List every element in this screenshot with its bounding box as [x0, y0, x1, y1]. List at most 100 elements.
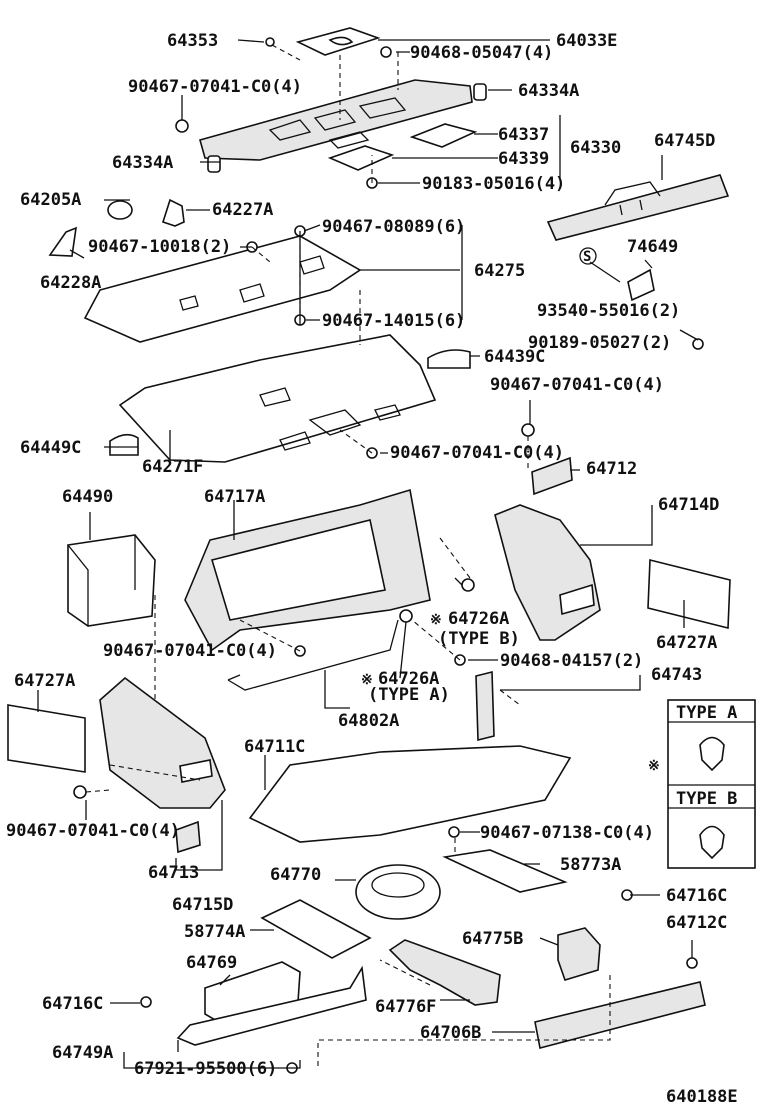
- label-64717a: 64717A: [204, 487, 265, 507]
- label-64743: 64743: [651, 665, 702, 685]
- part-64775b-block: [557, 927, 601, 981]
- type-a-label: TYPE A: [676, 703, 737, 723]
- label-type-b-paren: (TYPE B): [438, 629, 520, 649]
- label-90467-14015: 90467-14015(6): [322, 311, 465, 331]
- label-64749a: 64749A: [52, 1043, 113, 1063]
- part-64490-box: [67, 534, 156, 627]
- label-64712: 64712: [586, 459, 637, 479]
- leader-lines: [37, 39, 699, 1069]
- label-90467-07041-top: 90467-07041-C0(4): [128, 77, 302, 97]
- label-90467-10018: 90467-10018(2): [88, 237, 231, 257]
- label-58774a: 58774A: [184, 922, 245, 942]
- part-64271f-cutouts: [259, 387, 401, 451]
- label-64727a-left: 64727A: [14, 671, 75, 691]
- part-90189-05027-nut: [692, 338, 704, 350]
- part-64713-pad: [175, 820, 201, 854]
- label-64716c-left: 64716C: [42, 994, 103, 1014]
- label-90467-07041-left: 90467-07041-C0(4): [6, 821, 180, 841]
- part-64726a-type-a-clip: [399, 609, 413, 623]
- label-64706b: 64706B: [420, 1023, 481, 1043]
- label-64490: 64490: [62, 487, 113, 507]
- part-58774a-pad: [260, 899, 372, 959]
- label-90189-05027: 90189-05027(2): [528, 333, 671, 353]
- part-64033e-hole: [328, 36, 354, 46]
- label-64769: 64769: [186, 953, 237, 973]
- part-64712-pad: [531, 456, 573, 496]
- dashed-alignment-lines: [85, 44, 611, 1070]
- part-64715d-left-trim: [99, 676, 226, 809]
- part-64727a-pad-right: [647, 558, 731, 630]
- label-64802a: 64802A: [338, 711, 399, 731]
- part-64227a-bracket: [161, 198, 185, 227]
- label-64449c: 64449C: [20, 438, 81, 458]
- part-64337-pad: [409, 123, 478, 148]
- label-90467-08089: 90467-08089(6): [322, 217, 465, 237]
- part-64712c-clip: [686, 957, 698, 969]
- label-64727a-right: 64727A: [656, 633, 717, 653]
- s-mark: S: [583, 249, 591, 265]
- label-93540-55016: 93540-55016(2): [537, 301, 680, 321]
- part-64745d-panel: [546, 174, 730, 241]
- part-64716c-clip-left: [140, 996, 152, 1008]
- part-64802a-rod: [227, 619, 399, 691]
- type-b-label: TYPE B: [676, 789, 737, 809]
- part-90467-07041-clip-left: [73, 785, 87, 799]
- label-90468-05047: 90468-05047(4): [410, 43, 553, 63]
- part-64228a-bracket: [48, 226, 77, 257]
- part-64205a-grommet: [107, 200, 133, 220]
- label-64726a-type-a: 64726A: [378, 669, 439, 689]
- type-b-clip-icon: [699, 825, 725, 860]
- part-64714d-right-trim: [494, 504, 601, 641]
- part-64726a-type-b-clip: [461, 578, 475, 592]
- label-64775b: 64775B: [462, 929, 523, 949]
- part-90467-07041-clip-top: [175, 119, 189, 133]
- label-64275: 64275: [474, 261, 525, 281]
- part-64706b-sill: [534, 981, 706, 1049]
- label-64715d: 64715D: [172, 895, 233, 915]
- part-64271f-floor-mat: [118, 334, 437, 463]
- label-type-a-paren: (TYPE A): [368, 685, 450, 705]
- part-64776f-block: [388, 939, 501, 1006]
- label-64228a: 64228A: [40, 273, 101, 293]
- part-64717a-opening: [210, 519, 386, 621]
- label-90468-04157: 90468-04157(2): [500, 651, 643, 671]
- label-64776f: 64776F: [375, 997, 436, 1017]
- part-64770-inner: [371, 872, 425, 898]
- part-64490-edge: [67, 535, 136, 626]
- label-64334a-right: 64334A: [518, 81, 579, 101]
- note-mark-1: ※: [430, 612, 442, 628]
- label-64439c: 64439C: [484, 347, 545, 367]
- note-mark-3: ※: [648, 758, 660, 774]
- part-64439c-pad: [427, 349, 471, 369]
- label-90467-07041-mid: 90467-07041-C0(4): [490, 375, 664, 395]
- label-64033e: 64033E: [556, 31, 617, 51]
- part-64353-clip: [265, 37, 275, 47]
- part-90468-05047-clip: [380, 46, 392, 58]
- label-64339: 64339: [498, 149, 549, 169]
- label-64716c-right: 64716C: [666, 886, 727, 906]
- label-64712c: 64712C: [666, 913, 727, 933]
- label-64353: 64353: [167, 31, 218, 51]
- label-64334a-left: 64334A: [112, 153, 173, 173]
- label-64271f: 64271F: [142, 457, 203, 477]
- type-a-clip-icon: [699, 736, 725, 772]
- part-58773a-pad: [442, 849, 568, 893]
- diagram-code: 640188E: [666, 1087, 738, 1107]
- note-mark-2: ※: [361, 672, 373, 688]
- part-64743-strip: [475, 670, 495, 742]
- part-90467-07138-clip: [448, 826, 460, 838]
- part-74649-detail: [644, 259, 653, 269]
- s-mark-circle: [579, 247, 597, 265]
- label-64745d: 64745D: [654, 131, 715, 151]
- label-64337: 64337: [498, 125, 549, 145]
- part-64714d-vent: [559, 583, 595, 616]
- part-64334a-clip-right: [473, 83, 487, 101]
- part-64334a-clip-left: [207, 155, 221, 173]
- label-64205a: 64205A: [20, 190, 81, 210]
- part-64275-cutouts: [179, 255, 325, 311]
- label-90183-05016: 90183-05016(4): [422, 174, 565, 194]
- label-90467-07041-low: 90467-07041-C0(4): [103, 641, 277, 661]
- part-64330-openings: [268, 97, 407, 149]
- part-64727a-pad-left: [7, 704, 86, 773]
